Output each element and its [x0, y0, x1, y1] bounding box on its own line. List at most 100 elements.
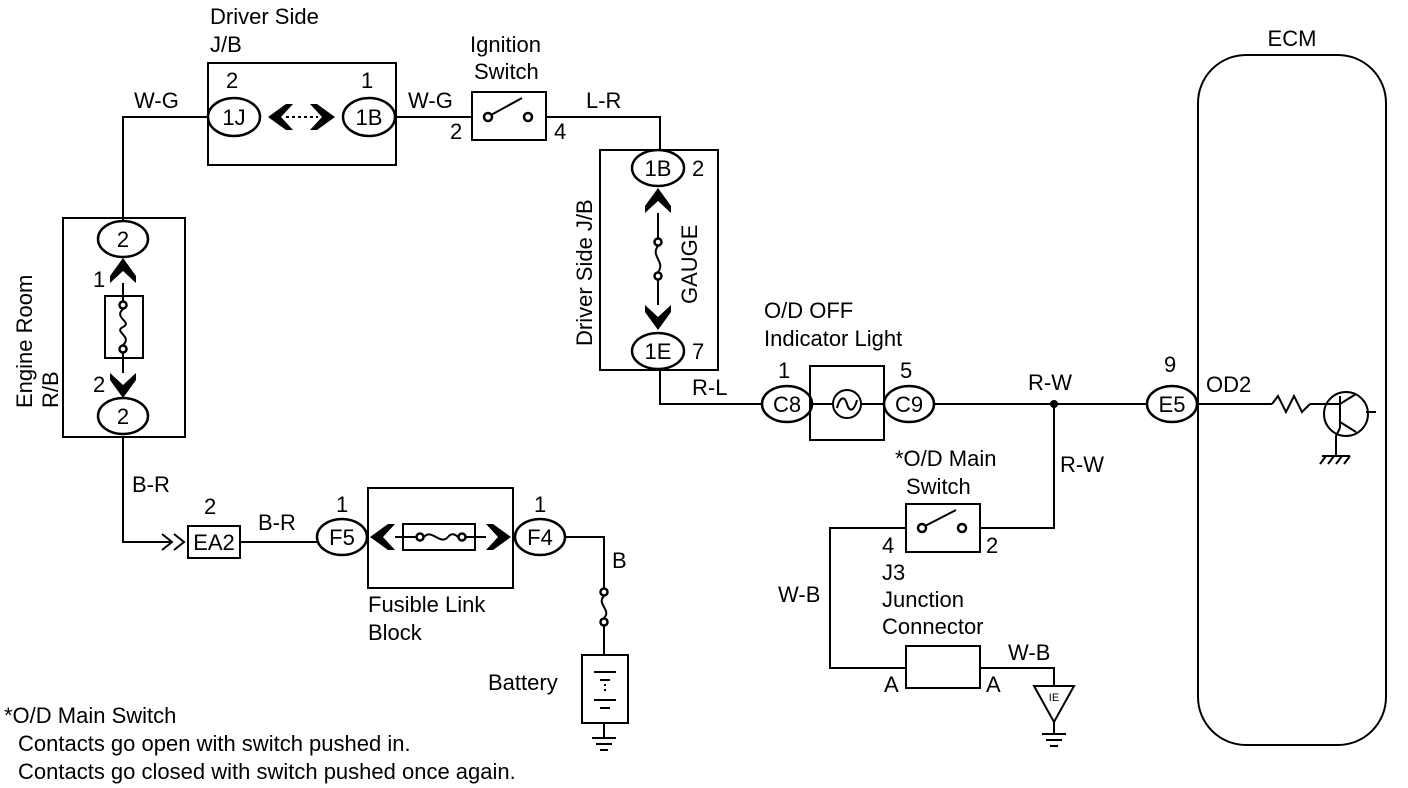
wire-wb-left: W-B — [778, 582, 820, 607]
pin-c8: 1 — [778, 358, 790, 383]
connector-1e-label: 1E — [645, 339, 672, 364]
transistor-icon — [1323, 391, 1369, 437]
wires — [122, 116, 1326, 686]
wire-wg-right: W-G — [408, 88, 453, 113]
jb-top-title-1: Driver Side — [210, 4, 319, 29]
connector-f5 — [315, 517, 369, 557]
footnote-title: *O/D Main Switch — [4, 703, 176, 728]
ground-ie — [1032, 685, 1076, 747]
fusible-link-title-1: Fusible Link — [368, 592, 486, 617]
j3-title-2: Junction — [882, 587, 964, 612]
fuse-icon — [119, 308, 127, 346]
pin-ign-in: 2 — [450, 119, 462, 144]
ecm-pin-od2: OD2 — [1206, 372, 1251, 397]
chevron-up-icon — [110, 258, 136, 283]
fusible-link-block — [315, 487, 567, 589]
od-main-title-1: *O/D Main — [895, 446, 996, 471]
chevron-left-icon — [268, 104, 293, 130]
fusible-link-title-2: Block — [368, 620, 423, 645]
pin-sw-left: 4 — [882, 533, 894, 558]
ecm — [1145, 54, 1387, 746]
connector-rb-bottom-label: 2 — [117, 404, 129, 429]
connector-1b-gauge-label: 1B — [645, 156, 672, 181]
j3-title-1: J3 — [882, 560, 905, 585]
wire-lr: L-R — [586, 88, 621, 113]
pin-j3-right: A — [986, 672, 1001, 697]
pin-e5: 9 — [1164, 352, 1176, 377]
connector-ea2-label: EA2 — [193, 530, 235, 555]
connector-ea2 — [187, 525, 241, 559]
connector-1j-label: 1J — [222, 105, 245, 130]
wire-br-vert: B-R — [132, 472, 170, 497]
connector-c8-label: C8 — [773, 392, 801, 417]
splice-dot — [1050, 400, 1058, 408]
bulb-icon — [832, 389, 862, 419]
jb-gauge-title: Driver Side J/B — [572, 199, 597, 346]
connector-1e — [630, 331, 686, 371]
pin-j3-left: A — [884, 672, 899, 697]
pin-rb-out: 2 — [93, 372, 105, 397]
connector-ea2-group — [161, 525, 241, 559]
pin-gauge-in: 2 — [692, 156, 704, 181]
pin-rb-in: 1 — [93, 267, 105, 292]
chevron-left-icon — [370, 524, 395, 550]
jb-top-title-2: J/B — [210, 32, 242, 57]
pin-c9: 5 — [900, 358, 912, 383]
od-off-title-1: O/D OFF — [764, 298, 853, 323]
labels: Driver Side J/B 2 1 1J 1B W-G W-G Igniti… — [4, 4, 1316, 784]
wire-rw-vert: R-W — [1060, 452, 1104, 477]
driver-side-jb-gauge — [599, 148, 719, 371]
pin-jb-1b: 1 — [361, 68, 373, 93]
engine-room-title-1: Engine Room — [12, 275, 37, 408]
connector-f4-label: F4 — [527, 525, 553, 550]
footnote-line-1: Contacts go open with switch pushed in. — [18, 731, 411, 756]
pin-f4: 1 — [534, 492, 546, 517]
connector-rb-top-label: 2 — [117, 227, 129, 252]
battery — [581, 654, 629, 751]
ignition-title-2: Switch — [474, 59, 539, 84]
od-off-indicator-light — [760, 365, 936, 441]
ignition-title-1: Ignition — [470, 32, 541, 57]
pin-jb-1j: 2 — [226, 68, 238, 93]
chevron-up-icon — [645, 188, 671, 213]
connector-1b-gauge — [630, 148, 686, 188]
ground-ie-label: IE — [1049, 692, 1059, 704]
j3-title-3: Connector — [882, 614, 984, 639]
wire-wg-left: W-G — [134, 88, 179, 113]
pin-gauge-out: 7 — [692, 339, 704, 364]
battery-label: Battery — [488, 670, 558, 695]
pin-ea2: 2 — [204, 494, 216, 519]
wire-b: B — [612, 548, 627, 573]
chevron-down-icon — [110, 373, 136, 398]
connector-f5-label: F5 — [329, 525, 355, 550]
od-off-title-2: Indicator Light — [764, 326, 902, 351]
chevron-right-icon — [310, 104, 335, 130]
wire-br-horiz: B-R — [258, 510, 296, 535]
driver-side-jb-top — [206, 62, 397, 166]
ignition-switch — [471, 91, 547, 141]
engine-room-rb — [62, 217, 186, 438]
chevron-right-icon — [486, 524, 511, 550]
pin-ign-out: 4 — [554, 119, 566, 144]
fuse-gauge-label: GAUGE — [677, 225, 702, 304]
wire-rw-top: R-W — [1028, 370, 1072, 395]
connector-e5-label: E5 — [1159, 392, 1186, 417]
engine-room-title-2: R/B — [38, 371, 63, 408]
connector-1b-top-label: 1B — [356, 105, 383, 130]
ecm-label: ECM — [1268, 26, 1317, 51]
od-main-title-2: Switch — [906, 474, 971, 499]
chevron-down-icon — [645, 305, 671, 330]
connector-rb-top — [96, 219, 150, 259]
wire-rl: R-L — [692, 375, 727, 400]
connector-1b-top — [341, 96, 397, 138]
j3-junction-connector — [905, 645, 981, 689]
fusible-link-icon — [599, 587, 609, 627]
pin-f5: 1 — [336, 492, 348, 517]
od-main-switch — [905, 503, 981, 553]
connector-f4 — [513, 517, 567, 557]
connector-c9-label: C9 — [895, 392, 923, 417]
footnote-line-2: Contacts go closed with switch pushed on… — [18, 759, 516, 784]
wire-wb-right: W-B — [1008, 640, 1050, 665]
connector-1j — [206, 96, 262, 138]
